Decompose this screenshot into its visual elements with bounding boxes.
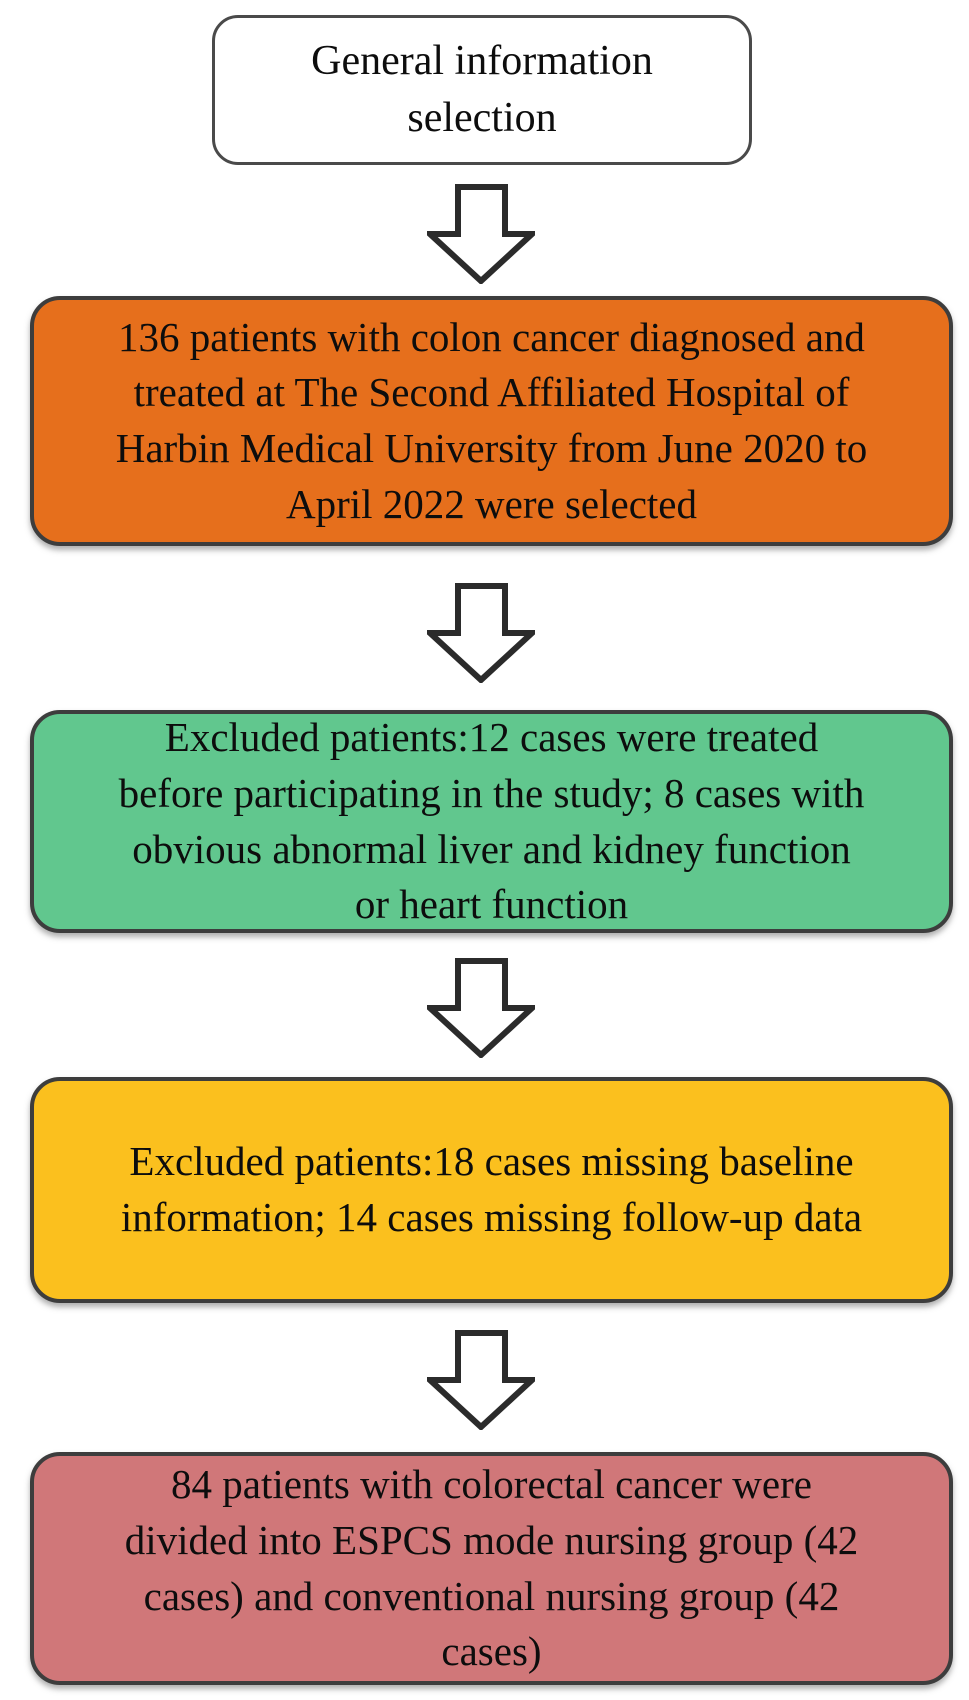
flow-node-excluded-missing-data: Excluded patients:18 cases missing basel… (30, 1077, 953, 1303)
flow-node-final-nursing-groups: 84 patients with colorectal cancer were … (30, 1452, 953, 1685)
down-arrow-shape (427, 583, 535, 683)
flow-node-patients-selected: 136 patients with colon cancer diagnosed… (30, 296, 953, 546)
down-arrow-icon (427, 184, 535, 284)
down-arrow-shape (427, 184, 535, 284)
down-arrow-icon (427, 958, 535, 1058)
down-arrow-icon (427, 1330, 535, 1430)
flow-node-general-information-selection: General information selection (212, 15, 752, 165)
down-arrow-icon (427, 583, 535, 683)
down-arrow-shape (427, 1330, 535, 1430)
flow-node-excluded-treated-or-organ-dysfunction: Excluded patients:12 cases were treated … (30, 710, 953, 933)
down-arrow-shape (427, 958, 535, 1058)
